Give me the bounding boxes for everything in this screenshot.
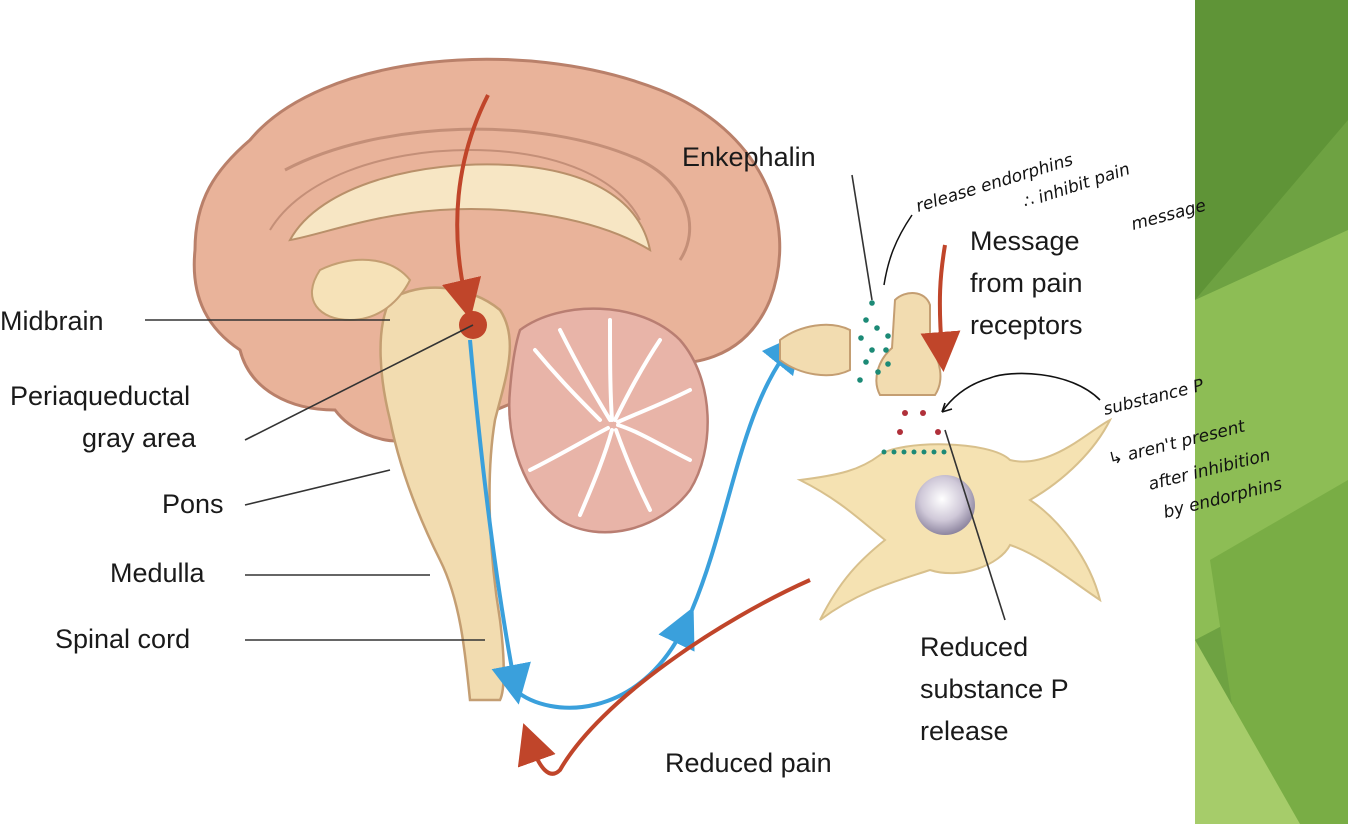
label-reduced-pain: Reduced pain (665, 748, 832, 778)
label-enkephalin: Enkephalin (682, 142, 816, 172)
label-reduced-sp-line1: Reduced (920, 632, 1028, 662)
reduced-pain-arrow (517, 578, 811, 776)
pain-message-arrow (920, 244, 961, 372)
descending-message-arrow (442, 94, 490, 320)
label-midbrain: Midbrain (0, 306, 104, 336)
enkephalin-molecules (857, 300, 947, 455)
label-spinal-cord: Spinal cord (55, 624, 190, 654)
brainstem (379, 286, 512, 702)
blue-path-up (513, 606, 695, 710)
label-medulla: Medulla (110, 558, 206, 588)
label-periaqueductal-line1: Periaqueductal (10, 381, 190, 411)
leader-lines (145, 174, 1006, 641)
corpus-callosum (288, 163, 652, 253)
substance-p-molecules (897, 410, 941, 435)
synapse-illustration (779, 292, 1113, 621)
green-side-panel (1195, 0, 1348, 824)
label-pons: Pons (162, 489, 224, 519)
blue-path-down (468, 339, 531, 705)
brain-sagittal-section (192, 57, 782, 702)
label-message-line1: Message (970, 226, 1080, 256)
blue-path-to-synapse (690, 332, 803, 611)
label-reduced-sp-line3: release (920, 716, 1009, 746)
note2-line1: substance P (1101, 375, 1206, 419)
label-reduced-sp-line2: substance P (920, 674, 1069, 704)
label-periaqueductal-line2: gray area (82, 423, 197, 453)
enkephalin-neuron-terminal (779, 323, 851, 377)
pain-neuron-terminal (875, 292, 942, 396)
handwritten-note-endorphins: release endorphins ∴ inhibit pain messag… (883, 150, 1208, 286)
nucleus (915, 475, 975, 535)
label-message-line3: receptors (970, 310, 1083, 340)
label-message-line2: from pain (970, 268, 1083, 298)
